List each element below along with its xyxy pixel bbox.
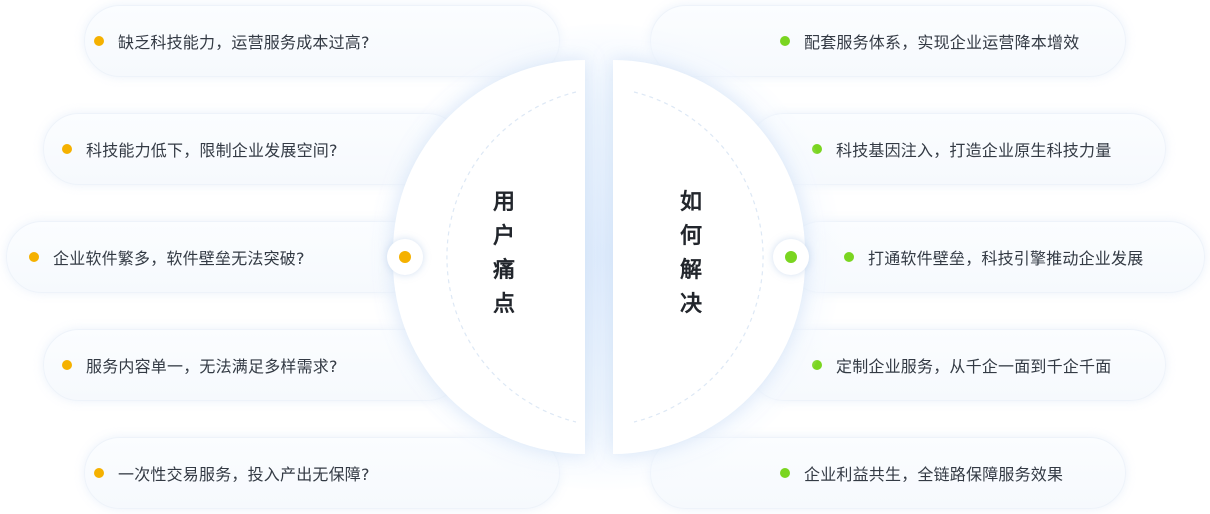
solution-item: 打通软件壁垒，科技引擎推动企业发展 xyxy=(785,221,1205,293)
solution-text: 企业利益共生，全链路保障服务效果 xyxy=(804,465,1064,484)
pain-point-item: 缺乏科技能力，运营服务成本过高? xyxy=(84,5,560,77)
pain-dot-icon xyxy=(29,252,39,262)
solution-text: 配套服务体系，实现企业运营降本增效 xyxy=(804,33,1080,52)
solution-dot-icon xyxy=(780,468,790,478)
pain-dot-icon xyxy=(62,360,72,370)
pain-point-text: 企业软件繁多，软件壁垒无法突破? xyxy=(53,249,305,268)
pain-title-char: 痛 xyxy=(492,258,515,283)
pain-dot-icon xyxy=(94,36,104,46)
pain-connector-dot-icon xyxy=(399,251,411,263)
pain-title-char: 用 xyxy=(492,190,515,215)
solution-text: 打通软件壁垒，科技引擎推动企业发展 xyxy=(868,249,1144,268)
pain-title-char: 点 xyxy=(492,292,515,317)
solution-text: 定制企业服务，从千企一面到千企千面 xyxy=(836,357,1112,376)
pain-dot-icon xyxy=(94,468,104,478)
pain-point-text: 服务内容单一，无法满足多样需求? xyxy=(86,357,338,376)
solution-dot-icon xyxy=(780,36,790,46)
solution-connector-dot-icon xyxy=(785,251,797,263)
pain-dot-icon xyxy=(62,144,72,154)
solution-dot-icon xyxy=(812,360,822,370)
solution-title-char: 解 xyxy=(679,258,702,283)
pain-title-char: 户 xyxy=(492,224,515,249)
pain-point-text: 缺乏科技能力，运营服务成本过高? xyxy=(118,33,370,52)
pain-title: 用 户 痛 点 xyxy=(484,186,524,322)
solution-text: 科技基因注入，打造企业原生科技力量 xyxy=(836,141,1112,160)
pain-point-item: 企业软件繁多，软件壁垒无法突破? xyxy=(6,221,426,293)
pain-point-text: 一次性交易服务，投入产出无保障? xyxy=(118,465,370,484)
solution-title: 如 何 解 决 xyxy=(671,186,711,322)
solution-title-char: 何 xyxy=(679,224,702,249)
solution-connector-knob xyxy=(773,239,809,275)
solution-dot-icon xyxy=(812,144,822,154)
pain-point-text: 科技能力低下，限制企业发展空间? xyxy=(86,141,338,160)
solution-dot-icon xyxy=(844,252,854,262)
solution-title-char: 如 xyxy=(679,190,702,215)
pain-connector-knob xyxy=(387,239,423,275)
solution-title-char: 决 xyxy=(679,292,702,317)
